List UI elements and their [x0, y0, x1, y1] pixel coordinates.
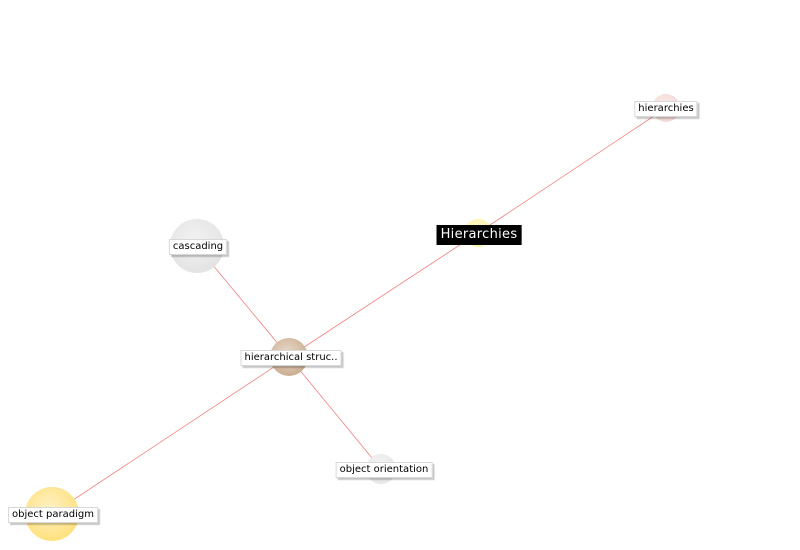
node-label-hierarchies[interactable]: hierarchies: [634, 101, 698, 117]
edge-hierarchical-structure-object-orientation: [288, 356, 382, 470]
edge-hierarchical-structure-object-paradigm: [51, 356, 290, 515]
edge-layer: [51, 107, 667, 515]
node-label-cascading[interactable]: cascading: [168, 239, 228, 255]
edge-hierarchies-focus-hierarchical-structure: [288, 232, 479, 358]
edge-hierarchies-hierarchies-focus: [477, 107, 667, 234]
node-label-hierarchical-structure[interactable]: hierarchical struc..: [240, 350, 342, 366]
node-label-object-paradigm[interactable]: object paradigm: [8, 507, 98, 523]
node-label-hierarchies-focus[interactable]: Hierarchies: [436, 225, 522, 245]
node-label-object-orientation[interactable]: object orientation: [335, 462, 433, 478]
